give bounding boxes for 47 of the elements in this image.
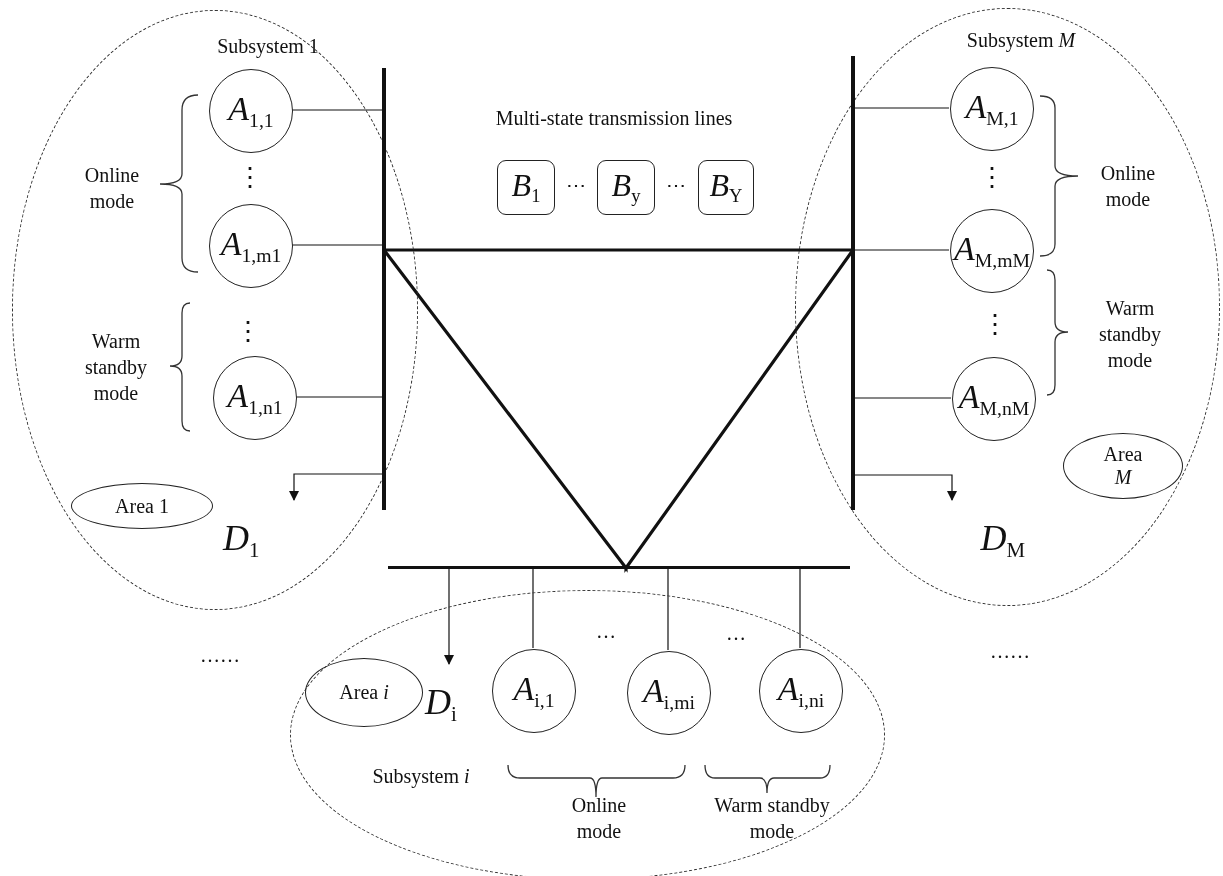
mode-label: Warm standby mode <box>1097 296 1163 373</box>
horizontal-ellipsis: …… <box>199 643 241 668</box>
connector-line <box>291 109 385 111</box>
generator-circle: A$_{i,ni}$ <box>759 649 843 733</box>
generator-circle: A$_{M,mM}$ <box>950 209 1034 293</box>
connector-line <box>852 107 950 109</box>
horizontal-ellipsis: …… <box>989 639 1031 664</box>
connector-line <box>852 249 950 251</box>
mode-label: Warm standby mode <box>713 793 831 844</box>
load-arrow <box>852 474 957 501</box>
generator-circle: A$_{1,n1}$ <box>213 356 297 440</box>
mode-label: Online mode <box>570 793 628 844</box>
horizontal-ellipsis: ⋯ <box>565 173 587 198</box>
generator-circle: A$_{i,mi}$ <box>627 651 711 735</box>
horizontal-ellipsis: … <box>725 621 747 646</box>
horizontal-ellipsis: … <box>595 619 617 644</box>
busbar <box>388 566 850 569</box>
transmission-line <box>384 248 853 252</box>
generator-circle: A$_{1,1}$ <box>209 69 293 153</box>
area-ellipse: Area i <box>305 658 423 727</box>
title-text: Multi-state transmission lines <box>494 106 734 131</box>
vertical-ellipsis: ⋮ <box>980 162 1004 195</box>
generator-circle: A$_{i,1}$ <box>492 649 576 733</box>
vertical-ellipsis: ⋮ <box>983 309 1007 342</box>
load-arrow <box>289 473 385 501</box>
generator-circle: A$_{M,1}$ <box>950 67 1034 151</box>
mode-label: Online mode <box>83 163 141 214</box>
vertical-ellipsis: ⋮ <box>236 316 260 349</box>
subsystem-label: Subsystem i <box>371 763 471 789</box>
generator-circle: A$_{1,m1}$ <box>209 204 293 288</box>
load-label: D$_{i}$ <box>425 665 475 727</box>
mode-label: Online mode <box>1099 161 1157 212</box>
connector-line <box>291 244 385 246</box>
subsystem-label: Subsystem 1 <box>216 33 320 59</box>
connector-line <box>667 566 669 651</box>
mode-label: Warm standby mode <box>83 329 149 406</box>
subsystem-label: Subsystem M <box>965 27 1077 53</box>
load-arrow <box>444 566 454 665</box>
generator-circle: A$_{M,nM}$ <box>952 357 1036 441</box>
connector-line <box>852 397 952 399</box>
load-label: D$_{M}$ <box>941 501 1025 563</box>
vertical-ellipsis: ⋮ <box>238 162 262 195</box>
connector-line <box>295 396 385 398</box>
connector-line <box>799 566 801 649</box>
connector-line <box>532 566 534 649</box>
horizontal-ellipsis: ⋯ <box>665 173 687 198</box>
load-label: D$_{1}$ <box>223 501 303 563</box>
